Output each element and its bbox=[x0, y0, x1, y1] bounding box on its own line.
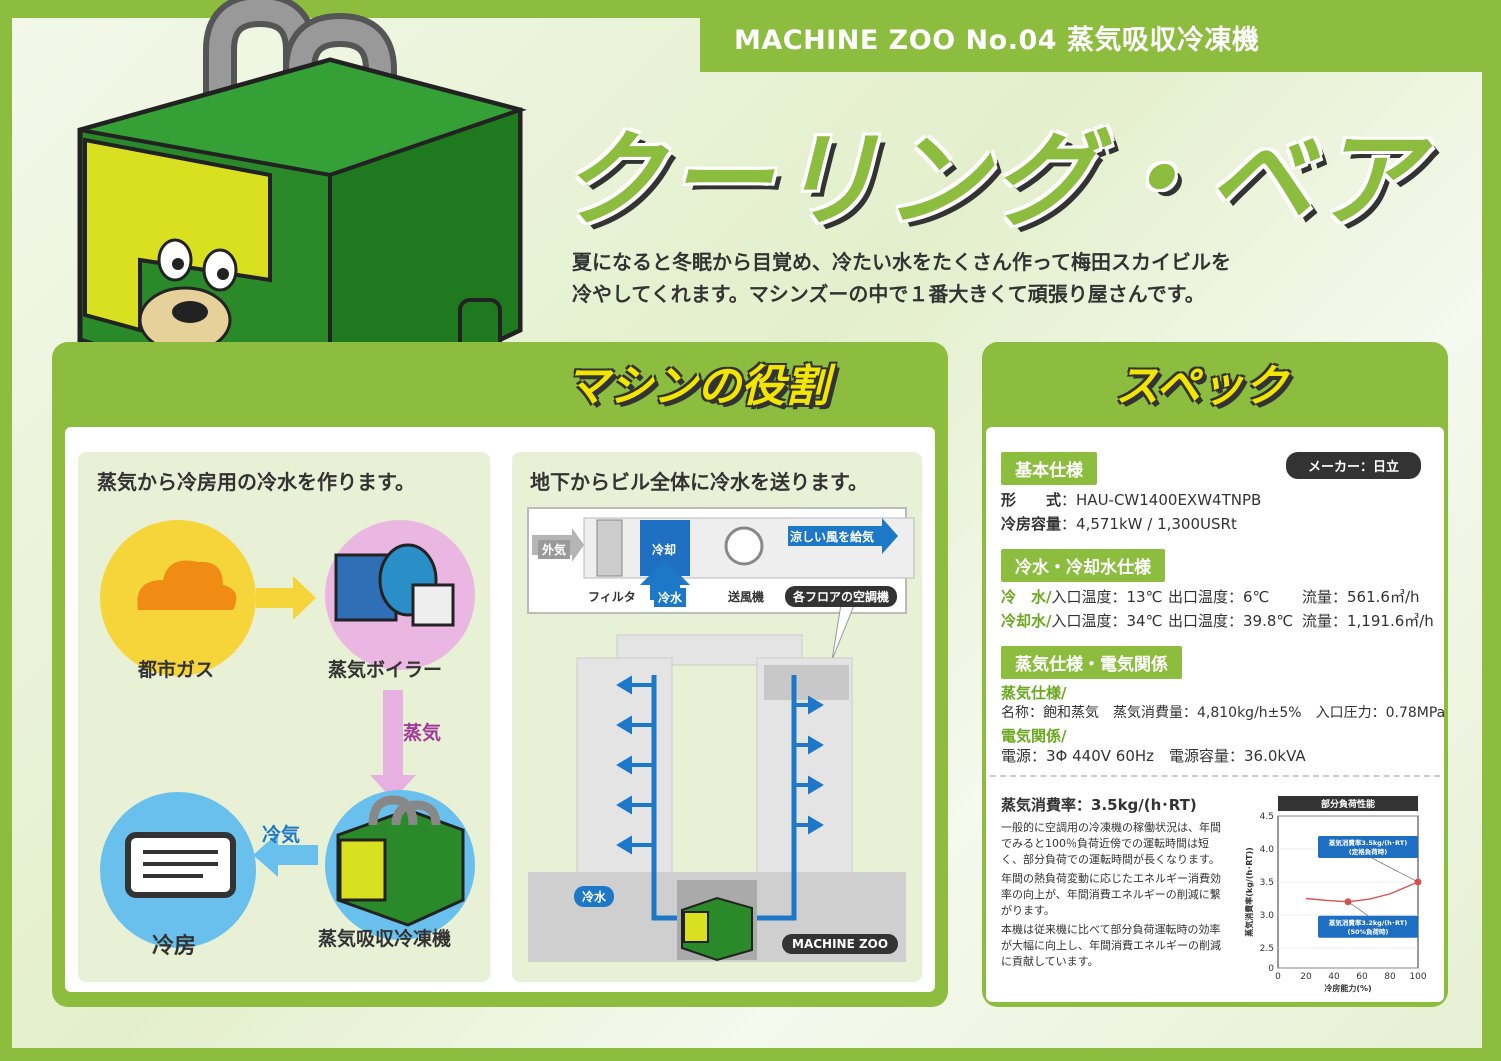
spec-capacity-value: 4,571kW / 1,300USRt bbox=[1076, 515, 1237, 533]
chart-annotation-box bbox=[1318, 836, 1418, 858]
steam-flow-diagram bbox=[100, 520, 475, 948]
chart-xtick-label: 80 bbox=[1384, 972, 1396, 982]
spec-cooling-water-name: 冷却水/ bbox=[1001, 612, 1052, 630]
spec-cooling-water-flow: 流量：1,191.6㎥/h bbox=[1302, 612, 1434, 630]
chart-title-bar bbox=[1278, 796, 1418, 811]
chart-xtick-label: 40 bbox=[1328, 972, 1340, 982]
label-filter: フィルタ bbox=[588, 590, 636, 604]
spec-basic-head: 基本仕様 bbox=[1001, 452, 1097, 485]
label-boiler: 蒸気ボイラー bbox=[328, 659, 443, 681]
label-cold-air: 冷気 bbox=[262, 824, 301, 846]
chart-title: 部分負荷性能 bbox=[1321, 798, 1375, 810]
steam-rate-p2: 年間の熱負荷変動に応じたエネルギー消費効率の向上が、年間消費エネルギーの削減に繋… bbox=[1001, 871, 1221, 917]
role-right-title: 地下からビル全体に冷水を送ります。 bbox=[530, 470, 868, 494]
chart-axes: 0 2.5 3.0 3.5 4.0 4.5 0 20 40 60 80 100 冷房能力(%) 蒸気消費率… bbox=[1244, 812, 1427, 993]
header-bar bbox=[700, 0, 1501, 72]
spec-capacity-row: 冷房容量：4,571kW / 1,300USRt bbox=[1001, 515, 1237, 533]
spec-electric-subhead: 電気関係/ bbox=[1001, 727, 1067, 745]
spec-steam-subhead: 蒸気仕様/ bbox=[1001, 684, 1067, 702]
spec-cooling-water-in: 入口温度：34℃ bbox=[1051, 612, 1163, 630]
chart-ytick-label: 3.5 bbox=[1260, 878, 1274, 888]
label-cold-water-in: 冷水 bbox=[654, 588, 687, 607]
chart-annotation-box bbox=[1318, 915, 1418, 938]
maker-badge: メーカー：日立 bbox=[1286, 452, 1422, 479]
chart-annotation-label: 蒸気消費率3.2kg/(h･RT) bbox=[1329, 918, 1407, 927]
spec-model-value: HAU-CW1400EXW4TNPB bbox=[1076, 491, 1262, 509]
label-fan: 送風機 bbox=[728, 590, 765, 604]
chart-xtick-label: 0 bbox=[1275, 972, 1281, 982]
spec-chilled-water-row: 冷 水/入口温度：13℃ bbox=[1001, 586, 1162, 607]
chart-annotation-point bbox=[1344, 898, 1352, 906]
chart-ytick-label: 4.0 bbox=[1260, 845, 1275, 855]
chart-ylabel: 蒸気消費率(kg/(h･RT)) bbox=[1244, 847, 1254, 937]
label-steam: 蒸気 bbox=[403, 722, 442, 744]
intro-text: 夏になると冬眠から目覚め、冷たい水をたくさん作って梅田スカイビルを 冷やしてくれ… bbox=[572, 246, 1392, 310]
main-title: クーリング・ベア bbox=[560, 119, 1425, 241]
chart-xlabel: 冷房能力(%) bbox=[1324, 983, 1371, 993]
steam-rate-p3: 本機は従来機に比べて部分負荷運転時の効率が大幅に向上し、年間消費エネルギーの削減… bbox=[1001, 922, 1221, 968]
chart-annotation-leader bbox=[1347, 901, 1369, 917]
spec-cooling-water-row: 冷却水/入口温度：34℃ bbox=[1001, 610, 1162, 631]
spec-water-head: 冷水・冷却水仕様 bbox=[1001, 549, 1165, 582]
spec-chilled-water-in: 入口温度：13℃ bbox=[1051, 588, 1163, 606]
role-panel-title: マシンの役割 bbox=[565, 361, 829, 412]
label-machine-zoo: MACHINE ZOO bbox=[782, 934, 899, 954]
steam-rate-title: 蒸気消費率：3.5kg/(h･RT) bbox=[1001, 796, 1197, 814]
chart-annotation-label: (50%負荷時) bbox=[1348, 927, 1389, 936]
spec-steam-line: 名称：飽和蒸気 蒸気消費量：4,810kg/h±5% 入口圧力：0.78MPa bbox=[1001, 705, 1446, 721]
label-cold-water-pipe: 冷水 bbox=[574, 886, 615, 907]
label-floor-ac: 各フロアの空調機 bbox=[785, 586, 898, 607]
chart-xtick-label: 60 bbox=[1356, 972, 1368, 982]
spec-steam-head: 蒸気仕様・電気関係 bbox=[1001, 646, 1182, 679]
label-cooling: 冷房 bbox=[152, 934, 197, 959]
building-water-diagram bbox=[527, 507, 915, 962]
header-title: MACHINE ZOO No.04 蒸気吸収冷凍機 bbox=[734, 25, 1260, 56]
spec-divider bbox=[990, 775, 1440, 777]
spec-model-row: 形 式：HAU-CW1400EXW4TNPB bbox=[1001, 491, 1262, 509]
label-cool-air-supply: 涼しい風を給気 bbox=[790, 530, 875, 544]
spec-electric-line: 電源：3Φ 440V 60Hz 電源容量：36.0kVA bbox=[1001, 747, 1306, 765]
label-chiller: 蒸気吸収冷凍機 bbox=[318, 928, 452, 950]
spec-panel-title: スペック bbox=[1115, 361, 1288, 412]
chart-ytick-label: 0 bbox=[1268, 964, 1274, 974]
spec-chilled-water-out: 出口温度：6℃ bbox=[1168, 588, 1270, 606]
chart-annotation-leader bbox=[1367, 855, 1419, 883]
steam-rate-p1: 一般的に空調用の冷凍機の稼働状況は、年間でみると100％負荷近傍での運転時間は短… bbox=[1001, 821, 1221, 866]
intro-line-2: 冷やしてくれます。マシンズーの中で１番大きくて頑張り屋さんです。 bbox=[572, 282, 1205, 306]
spec-chilled-water-name: 冷 水/ bbox=[1001, 588, 1052, 606]
chart-xtick-label: 20 bbox=[1300, 972, 1312, 982]
label-city-gas: 都市ガス bbox=[138, 659, 215, 681]
chart-ytick-label: 2.5 bbox=[1260, 944, 1274, 954]
steam-rate-text: 一般的に空調用の冷凍機の稼働状況は、年間でみると100％負荷近傍での運転時間は短… bbox=[1001, 820, 1226, 969]
role-left-title: 蒸気から冷房用の冷水を作ります。 bbox=[97, 470, 415, 494]
label-cooling-coil: 冷却 bbox=[652, 543, 677, 557]
partial-load-chart: 部分負荷性能 0 2.5 3.0 3.5 4.0 4.5 0 20 40 60 80 100 冷房能力(… bbox=[1244, 796, 1427, 993]
label-outside-air: 外気 bbox=[538, 540, 571, 559]
chart-ytick-label: 4.5 bbox=[1260, 812, 1274, 822]
chart-marks: 蒸気消費率3.5kg/(h･RT)(定格負荷時) 蒸気消費率3.2kg/(h･RT… bbox=[1305, 836, 1422, 938]
chart-annotation-label: (定格負荷時) bbox=[1349, 847, 1387, 856]
chart-xtick-label: 100 bbox=[1409, 972, 1426, 982]
spec-cooling-water-out: 出口温度：39.8℃ bbox=[1168, 612, 1294, 630]
chart-series-line bbox=[1305, 881, 1419, 903]
chart-ytick-label: 3.0 bbox=[1260, 911, 1275, 921]
spec-model-label: 形 式 bbox=[1001, 491, 1062, 509]
intro-line-1: 夏になると冬眠から目覚め、冷たい水をたくさん作って梅田スカイビルを bbox=[572, 250, 1231, 274]
spec-capacity-label: 冷房容量 bbox=[1001, 515, 1062, 533]
spec-chilled-water-flow: 流量：561.6㎥/h bbox=[1302, 588, 1420, 606]
spec-panel-body bbox=[986, 427, 1444, 1002]
chart-annotation-label: 蒸気消費率3.5kg/(h･RT) bbox=[1329, 838, 1407, 847]
